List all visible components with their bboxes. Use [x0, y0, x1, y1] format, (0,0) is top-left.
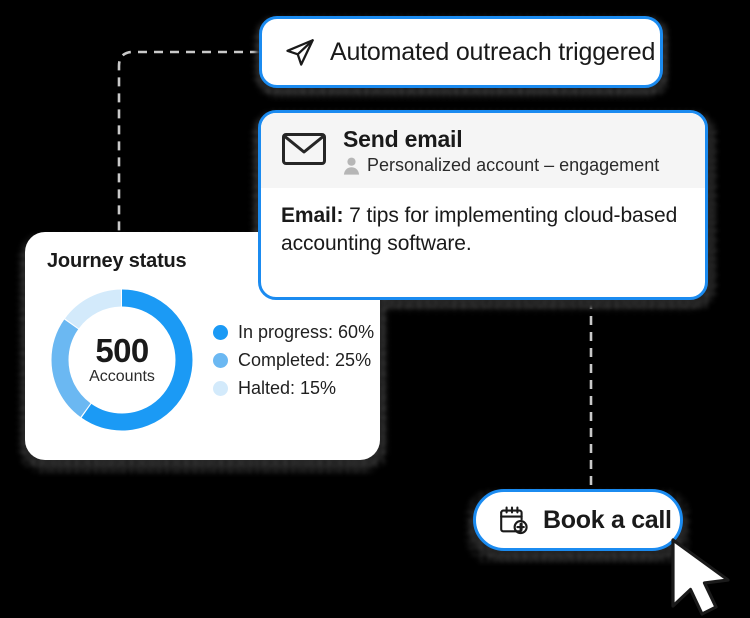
donut-center-value: 500 [95, 332, 149, 369]
legend-item-in-progress: In progress: 60% [213, 322, 374, 343]
automated-outreach-card[interactable]: Automated outreach triggered [259, 16, 663, 88]
outreach-card-label: Automated outreach triggered [330, 37, 656, 66]
legend-label-completed: Completed: 25% [238, 349, 372, 370]
donut-segment-in-progress [51, 289, 193, 431]
email-card-subtitle: Personalized account – engagement [367, 155, 660, 176]
donut-center: 500 Accounts [73, 311, 171, 409]
email-card-body: Email: 7 tips for implementing cloud-bas… [261, 188, 705, 259]
calendar-plus-icon [500, 506, 528, 534]
legend-item-halted: Halted: 15% [213, 378, 374, 399]
email-card-header-text: Send email Personalized account – engage… [343, 127, 659, 176]
person-icon [343, 157, 360, 175]
book-a-call-label: Book a call [543, 505, 672, 534]
email-card-title: Send email [343, 126, 463, 152]
legend-dot-in-progress [213, 324, 228, 340]
donut-segment-completed [51, 289, 193, 431]
paper-plane-icon [286, 39, 314, 66]
journey-chart-row: 500 Accounts In progress: 60% Completed:… [47, 285, 374, 435]
email-card-body-label: Email: [281, 204, 344, 228]
donut-center-caption: Accounts [89, 368, 155, 385]
journey-card-title: Journey status [47, 250, 187, 272]
legend-dot-halted [213, 380, 228, 396]
book-a-call-button[interactable]: Book a call [473, 489, 683, 551]
legend-item-completed: Completed: 25% [213, 350, 374, 371]
legend-label-halted: Halted: 15% [238, 377, 337, 398]
donut-svg [51, 289, 193, 431]
email-card-header: Send email Personalized account – engage… [261, 113, 705, 189]
email-card-body-text: 7 tips for implementing cloud-based acco… [281, 204, 678, 256]
envelope-icon [282, 133, 326, 165]
legend-dot-completed [213, 352, 228, 368]
mouse-pointer-icon [671, 538, 730, 616]
journey-donut-chart: 500 Accounts [47, 285, 197, 435]
connector-outreach-to-journey [117, 50, 259, 250]
journey-legend: In progress: 60% Completed: 25% Halted: … [213, 322, 374, 399]
send-email-card[interactable]: Send email Personalized account – engage… [258, 110, 708, 300]
email-card-subtitle-row: Personalized account – engagement [343, 155, 659, 176]
legend-label-in-progress: In progress: 60% [238, 321, 375, 342]
